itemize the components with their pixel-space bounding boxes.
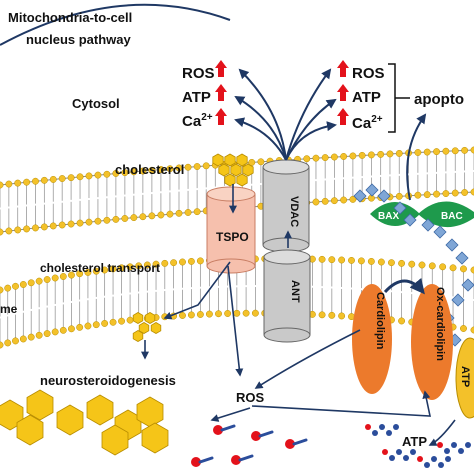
- right-signals: ROS ATP Ca2+ apopto: [337, 60, 464, 133]
- diamond-chain: [353, 183, 474, 367]
- cardiolipin: Cardiolipin: [352, 284, 392, 394]
- cholesterol-transport-label: cholesterol transport: [40, 261, 160, 275]
- tspo-label: TSPO: [216, 230, 249, 244]
- right-up-arrows: [337, 60, 349, 125]
- left-ca: Ca2+: [182, 112, 213, 130]
- title-line-1: Mitochondria-to-cell: [8, 10, 132, 25]
- vdac-channel: VDAC: [262, 159, 310, 253]
- left-atp: ATP: [182, 89, 211, 106]
- atp-molecules: [365, 424, 471, 468]
- ox-cardiolipin: Ox-cardiolipin: [411, 284, 453, 400]
- cholesterol-hexagons-mid: [132, 312, 162, 342]
- atp-synthase: ATP: [455, 337, 474, 419]
- bax-bac-complex: BAX BAC: [370, 201, 474, 228]
- cholesterol-hexagons: [212, 153, 254, 187]
- cholesterol-label: cholesterol: [115, 162, 184, 177]
- ant-label: ANT: [289, 280, 301, 303]
- tspo-protein: TSPO: [206, 186, 256, 274]
- signal-arrows: [234, 68, 337, 161]
- bracket: [388, 63, 396, 133]
- cardiolipin-label: Cardiolipin: [374, 292, 386, 350]
- ros-bottom-label: ROS: [236, 390, 265, 405]
- right-atp: ATP: [352, 89, 381, 106]
- ox-cardiolipin-label: Ox-cardiolipin: [434, 287, 446, 361]
- right-ca: Ca2+: [352, 114, 383, 132]
- bac-label: BAC: [441, 211, 463, 222]
- neurosteroid-hexagons: [0, 389, 169, 456]
- apoptosis-label: apopto: [414, 91, 464, 108]
- left-ros: ROS: [182, 65, 215, 82]
- neurosteroidogenesis-label: neurosteroidogenesis: [40, 373, 176, 388]
- ros-molecules: [191, 424, 308, 467]
- left-fragment-label: me: [0, 302, 18, 316]
- apoptosis-arrow: [406, 113, 427, 201]
- title-line-2: nucleus pathway: [26, 32, 132, 47]
- ant-channel: ANT: [263, 249, 311, 343]
- atp-bottom-label: ATP: [402, 434, 427, 449]
- right-ros: ROS: [352, 65, 385, 82]
- cytosol-label: Cytosol: [72, 96, 120, 111]
- left-up-arrows: [215, 60, 227, 125]
- left-signals: ROS ATP Ca2+: [182, 60, 227, 130]
- vdac-label: VDAC: [288, 196, 300, 227]
- atp-synthase-label: ATP: [459, 366, 471, 387]
- title-arc: [0, 3, 231, 46]
- bax-label: BAX: [378, 211, 399, 222]
- outer-membrane: [0, 146, 474, 236]
